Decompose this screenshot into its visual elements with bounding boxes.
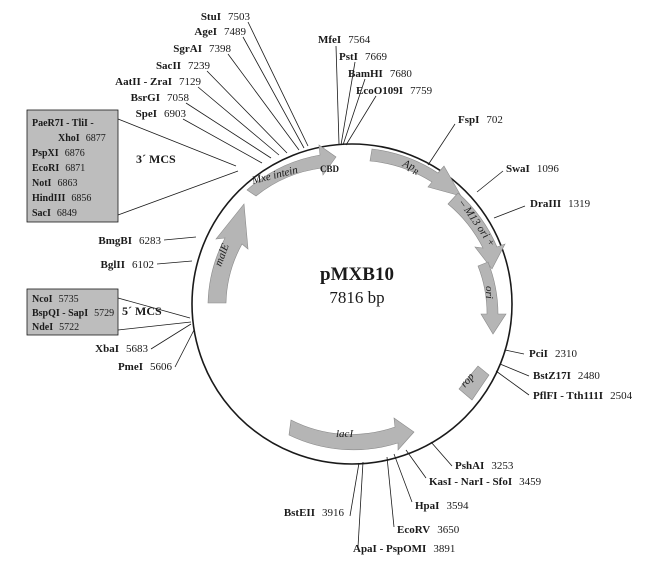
mcs3-label: 3´ MCS [136,152,176,166]
mcs3-line: PaeR7I - TliI - [32,118,94,129]
apr-label: ApR [399,157,421,177]
plasmid-name: pMXB10 [320,264,394,285]
apr-arrow [369,148,462,197]
malE-arrow [207,203,249,304]
mxe-intein-arrow [246,144,337,197]
plasmid-backbone [191,143,513,465]
ori-arrow [477,261,507,335]
lacI-label: lacI [336,428,354,440]
lacI-arrow [288,417,415,451]
apr-label-main: Ap [400,157,417,173]
leader-lines [117,21,530,548]
cbd-label: CBD [320,164,340,174]
ori-label: ori [483,286,495,299]
mcs5-label: 5´ MCS [122,304,162,318]
plasmid-size: 7816 bp [329,288,384,307]
m13-ori-arrow [447,192,506,270]
rop-arrow [458,365,490,401]
apr-label-sub: R [411,166,420,177]
